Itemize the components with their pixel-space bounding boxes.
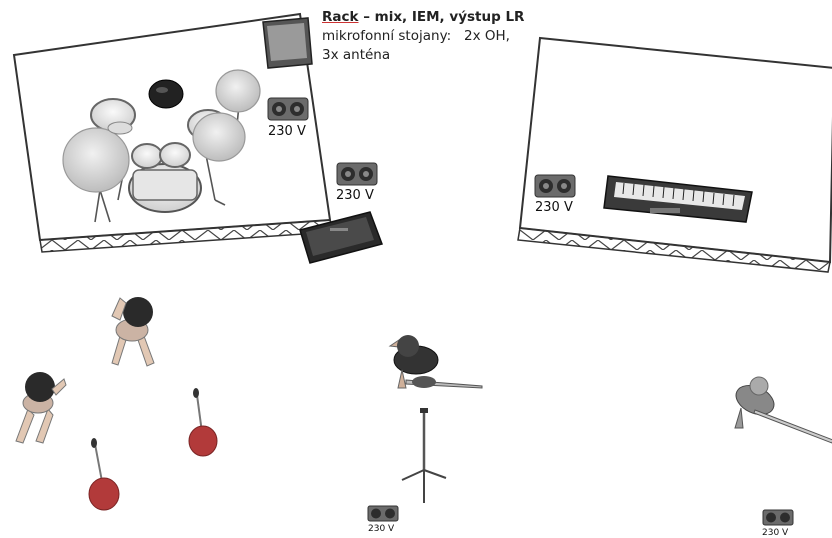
antenna-note: 3x anténa [322,47,391,63]
setup-notes: Rack – mix, IEM, výstup LR mikrofonní st… [322,8,524,65]
musician-icon [111,297,155,367]
mic-stands-note: mikrofonní stojany: 2x OH, [322,28,510,44]
rack-title: – mix, IEM, výstup LR [358,9,525,25]
outlet-label: 230 V [336,188,374,203]
tripod-stand-icon [401,408,447,503]
outlet-label: 230 V [368,524,395,534]
power-outlet-icon [534,174,576,198]
musician-icon [734,376,832,444]
power-outlet-icon [267,97,309,121]
keyboard-riser [517,36,832,273]
keyboard-icon [603,175,753,223]
outlet-label: 230 V [762,528,789,538]
monitor-speaker-icon [299,211,383,264]
mic-stand-icon [188,388,218,457]
outlet-label: 230 V [535,200,573,215]
musician-icon [15,372,67,444]
rack-label: Rack [322,9,359,25]
mic-stand-icon [88,438,120,511]
power-outlet-icon [367,505,399,522]
outlet-label: 230 V [268,124,306,139]
power-outlet-icon [336,162,378,186]
drum-kit-icon [62,69,261,223]
amplifier-icon [262,17,313,69]
power-outlet-icon [762,509,794,526]
musician-icon [388,335,483,389]
